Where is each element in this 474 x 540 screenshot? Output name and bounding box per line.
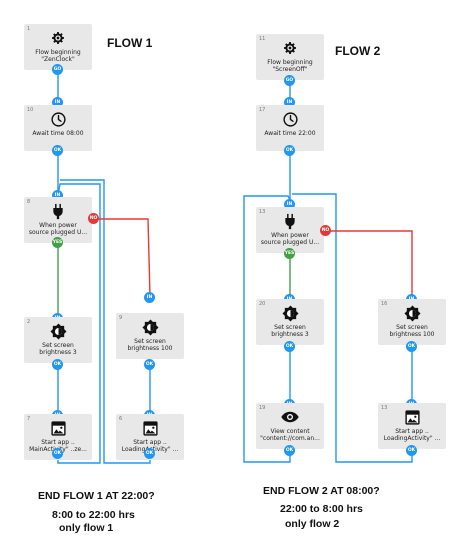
app-icon [140,419,160,437]
brightness-icon [48,322,68,340]
flow1-app-main-ok-port[interactable]: OK [52,448,63,459]
flow2-only-note: only flow 2 [285,518,340,530]
wire-f2-no-to-brightness100 [325,230,413,296]
flow1-power-in-port[interactable]: IN [52,190,63,201]
block-label: Set screen brightness 100 [127,338,173,352]
clock-icon [280,110,300,128]
flow2-start-block[interactable]: 11 Flow beginning "ScreenOff" [256,34,324,80]
block-id: 16 [381,301,388,307]
block-label: Start app .. LoadingActivity" ... [383,428,441,442]
block-id: 7 [27,416,31,422]
brightness-icon [280,304,300,322]
flow2-brightness3-block[interactable]: 20 Set screen brightness 3 [256,299,324,345]
block-label: When power source plugged U... [28,222,88,236]
block-label: Flow beginning "ScreenOff" [267,59,313,73]
block-id: 2 [27,319,31,325]
block-label: Start app .. MainActivity" ..ze... [29,439,87,453]
flow1-brightness100-ok-port[interactable]: OK [144,359,155,370]
flow1-only-note: only flow 1 [59,522,114,534]
block-id: 8 [27,199,31,205]
clock-icon [48,110,68,128]
flow2-end-note: END FLOW 2 AT 08:00? [263,485,380,497]
block-label: Flow beginning "ZenClock" [35,49,81,63]
block-id: 13 [259,209,266,215]
gear-icon [48,29,68,47]
block-id: 11 [259,36,266,42]
app-icon [402,408,422,426]
flow1-power-block[interactable]: 8 When power source plugged U... [24,197,92,243]
flow1-brightness100-in-port[interactable]: IN [144,292,155,303]
flow2-app-loading-block[interactable]: 13 Start app .. LoadingActivity" ... [378,403,446,449]
block-label: Await time 08:00 [32,130,84,137]
flow2-hours-note: 22:00 to 8:00 hrs [280,503,363,515]
block-label: When power source plugged U... [260,232,320,246]
block-id: 1 [27,26,31,32]
flow1-brightness3-ok-port[interactable]: OK [52,359,63,370]
wire-f1-no-to-brightness100 [93,218,151,297]
block-id: 10 [27,107,34,113]
wire-f2-loop-right [292,193,413,463]
wire-f2-loop-left [243,195,291,463]
flow2-await-in-port[interactable]: IN [284,97,295,108]
flow1-brightness100-block[interactable]: 9 Set screen brightness 100 [116,313,184,359]
flow1-start-block[interactable]: 1 Flow beginning "ZenClock" [24,24,92,70]
block-id: 17 [259,107,266,113]
flow1-app-loading-ok-port[interactable]: OK [144,448,155,459]
flow2-start-go-port[interactable]: GO [284,75,295,86]
block-id: 19 [259,405,266,411]
power-plug-icon [280,212,300,230]
flow2-await-ok-port[interactable]: OK [284,145,295,156]
flow2-title: FLOW 2 [335,44,381,58]
brightness-icon [402,304,422,322]
block-id: 13 [381,405,388,411]
flow1-power-yes-port[interactable]: YES [52,237,63,248]
flow2-brightness100-ok-port[interactable]: OK [406,341,417,352]
flow2-view-block[interactable]: 19 View content "content://com.an... [256,403,324,449]
flow2-brightness3-ok-port[interactable]: OK [284,341,295,352]
flow1-await-ok-port[interactable]: OK [52,145,63,156]
flow2-brightness100-block[interactable]: 16 Set screen brightness 100 [378,299,446,345]
flow2-await-block[interactable]: 17 Await time 22:00 [256,105,324,151]
flow1-await-in-port[interactable]: IN [52,97,63,108]
block-label: Set screen brightness 100 [389,324,435,338]
flow1-hours-note: 8:00 to 22:00 hrs [52,509,135,521]
flow1-await-block[interactable]: 10 Await time 08:00 [24,105,92,151]
flow1-power-no-port[interactable]: NO [88,213,99,224]
eye-icon [280,408,300,426]
flow2-view-ok-port[interactable]: OK [284,445,295,456]
block-id: 9 [119,315,123,321]
block-label: Set screen brightness 3 [39,342,77,356]
block-label: Set screen brightness 3 [271,324,309,338]
flow1-end-note: END FLOW 1 AT 22:00? [38,490,155,502]
flow2-app-loading-ok-port[interactable]: OK [406,445,417,456]
flow1-brightness3-block[interactable]: 2 Set screen brightness 3 [24,317,92,363]
block-label: Await time 22:00 [264,130,316,137]
power-plug-icon [48,202,68,220]
app-icon [48,419,68,437]
block-label: View content "content://com.an... [260,428,320,442]
gear-icon [280,39,300,57]
flow1-title: FLOW 1 [107,36,153,50]
block-id: 20 [259,301,266,307]
flow1-start-go-port[interactable]: GO [52,64,63,75]
wire-f1-loop-back [57,183,101,464]
block-id: 6 [119,416,123,422]
flow2-power-block[interactable]: 13 When power source plugged U... [256,207,324,253]
flow2-power-in-port[interactable]: IN [284,199,295,210]
flow2-power-no-port[interactable]: NO [320,225,331,236]
brightness-icon [140,318,160,336]
flow2-power-yes-port[interactable]: YES [284,248,295,259]
